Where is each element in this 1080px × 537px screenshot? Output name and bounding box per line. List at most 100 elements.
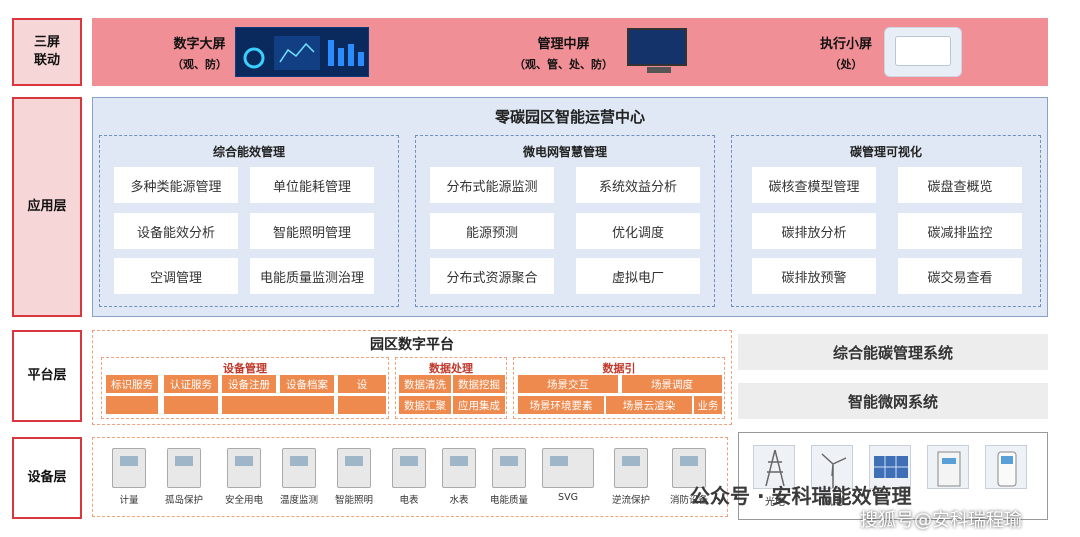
app-item: 碳减排监控: [898, 213, 1022, 249]
system-energy-carbon: 综合能碳管理系统: [738, 334, 1048, 370]
screen-group-large: 数字大屏 （观、防）: [172, 18, 369, 86]
screen-text-small: 执行小屏 （处）: [820, 33, 872, 72]
platform-cell-blank: [222, 396, 334, 414]
device-label: 电能质量: [489, 495, 528, 506]
module-carbon: 碳管理可视化 碳核查模型管理 碳盘查概览 碳排放分析 碳减排监控 碳排放预警 碳…: [731, 135, 1041, 307]
platform-device-mgmt: 设备管理 标识服务 认证服务 设备注册 设备档案 设: [101, 357, 389, 419]
app-item: 多种类能源管理: [114, 167, 238, 203]
app-item: 设备能效分析: [114, 213, 238, 249]
platform-cell-blank: [338, 396, 386, 414]
app-item: 碳排放分析: [752, 213, 876, 249]
device-label: 安全用电: [224, 495, 263, 506]
device-fire: 消防设备: [661, 438, 717, 506]
application-panel: 零碳园区智能运营中心 综合能效管理 多种类能源管理 单位能耗管理 设备能效分析 …: [92, 97, 1048, 317]
device-reverse-protection: 逆流保护: [603, 438, 659, 506]
platform-cell: 应用集成: [453, 396, 505, 414]
fire-device-icon: [672, 448, 706, 488]
platform-cell-blank: [164, 396, 218, 414]
platform-cell: 数据清洗: [399, 375, 451, 393]
app-item: 碳盘查概览: [898, 167, 1022, 203]
app-item: 系统效益分析: [576, 167, 700, 203]
wind-turbine-icon: [811, 445, 853, 489]
platform-cell: 设: [338, 375, 386, 393]
device-label: 消防设备: [669, 495, 708, 506]
device-smart-lighting: 智能照明: [326, 438, 382, 506]
screen-linkage-band: 数字大屏 （观、防） 管理中屏 （观、管、处、防） 执行小屏: [92, 18, 1048, 86]
platform-cell: 数据汇聚: [399, 396, 451, 414]
screen-title-small: 执行小屏: [820, 36, 873, 52]
screen-sub-small: （处）: [829, 57, 863, 71]
device-temperature: 温度监测: [271, 438, 327, 506]
screen-text-large: 数字大屏 （观、防）: [172, 33, 227, 72]
device-label: 逆流保护: [611, 495, 650, 506]
app-item: 分布式资源聚合: [430, 258, 554, 294]
reverse-relay-icon: [614, 448, 648, 488]
platform-cell: 业务: [694, 396, 722, 414]
device-safe-power: 安全用电: [216, 438, 272, 506]
watermark-sohu: 搜狐号@安科瑞程瑜: [860, 510, 1022, 531]
module-title: 微电网智慧管理: [522, 145, 607, 159]
device-label: 孤岛保护: [164, 495, 203, 506]
system-microgrid: 智能微网系统: [738, 383, 1048, 419]
energy-label-wind: 风电: [823, 497, 843, 508]
screen-group-small: 执行小屏 （处）: [820, 18, 963, 86]
screen-title-large: 数字大屏: [173, 36, 226, 52]
dashboard-screen-icon: [235, 27, 369, 77]
device-label: 计量: [119, 495, 139, 506]
energy-storage-icon: [927, 445, 969, 489]
platform-cell: 场景交互: [518, 375, 618, 393]
device-metering: 计量: [101, 438, 157, 506]
watermark-wechat: 公众号 · 安科瑞能效管理: [690, 484, 912, 508]
screen-text-medium: 管理中屏 （观、管、处、防）: [514, 33, 613, 72]
energy-sources-panel: 光电 风电: [738, 432, 1048, 520]
module-microgrid: 微电网智慧管理 分布式能源监测 系统效益分析 能源预测 优化调度 分布式资源聚合…: [415, 135, 715, 307]
monitor-icon: [627, 28, 691, 76]
device-svg: SVG: [533, 438, 603, 503]
breaker-icon: [227, 448, 261, 488]
platform-data-processing: 数据处理 数据清洗 数据挖掘 数据汇聚 应用集成: [395, 357, 507, 419]
platform-cell: 场景环境要素: [518, 396, 604, 414]
platform-section-title: 数据引: [602, 362, 636, 375]
power-tower-icon: [753, 445, 795, 489]
app-item: 能源预测: [430, 213, 554, 249]
app-item: 分布式能源监测: [430, 167, 554, 203]
layer-label-platform: 平台层: [12, 330, 82, 422]
device-electric-meter: 电表: [381, 438, 437, 506]
device-label: SVG: [558, 492, 578, 503]
energy-label-solar: 光电: [765, 497, 785, 508]
app-item: 虚拟电厂: [576, 258, 700, 294]
device-panel: 计量 孤岛保护 安全用电 温度监测 智能照明 电表 水表 电能质量 SVG 逆流…: [92, 437, 728, 517]
platform-cell: 数据挖掘: [453, 375, 505, 393]
app-title: 零碳园区智能运营中心: [494, 108, 645, 126]
screen-sub-medium: （观、管、处、防）: [514, 57, 613, 71]
platform-title: 园区数字平台: [370, 337, 454, 353]
electric-meter-icon: [392, 448, 426, 488]
svg-cabinet-icon: [542, 448, 594, 488]
app-item: 碳排放预警: [752, 258, 876, 294]
screen-title-medium: 管理中屏: [537, 36, 590, 52]
screen-group-medium: 管理中屏 （观、管、处、防）: [514, 18, 691, 86]
module-title: 综合能效管理: [212, 145, 285, 159]
platform-cell: 标识服务: [106, 375, 158, 393]
layer-label-linkage: 三屏 联动: [12, 18, 82, 86]
device-water-meter: 水表: [431, 438, 487, 506]
module-title: 碳管理可视化: [849, 145, 922, 159]
platform-cell-blank: [106, 396, 158, 414]
app-item: 碳核查模型管理: [752, 167, 876, 203]
water-meter-icon: [442, 448, 476, 488]
platform-cell: 场景云渲染: [606, 396, 692, 414]
relay-icon: [167, 448, 201, 488]
platform-panel: 园区数字平台 设备管理 标识服务 认证服务 设备注册 设备档案 设 数据处理 数…: [92, 330, 732, 425]
power-quality-icon: [492, 448, 526, 488]
solar-panel-icon: [869, 445, 911, 489]
app-item: 碳交易查看: [898, 258, 1022, 294]
platform-data-engine: 数据引 场景交互 场景调度 场景环境要素 场景云渲染 业务: [513, 357, 725, 419]
platform-section-title: 数据处理: [429, 362, 473, 375]
device-power-quality: 电能质量: [481, 438, 537, 506]
platform-cell: 场景调度: [622, 375, 722, 393]
platform-cell: 设备注册: [222, 375, 276, 393]
app-item: 优化调度: [576, 213, 700, 249]
app-item: 单位能耗管理: [250, 167, 374, 203]
app-item: 智能照明管理: [250, 213, 374, 249]
meter-icon: [112, 448, 146, 488]
